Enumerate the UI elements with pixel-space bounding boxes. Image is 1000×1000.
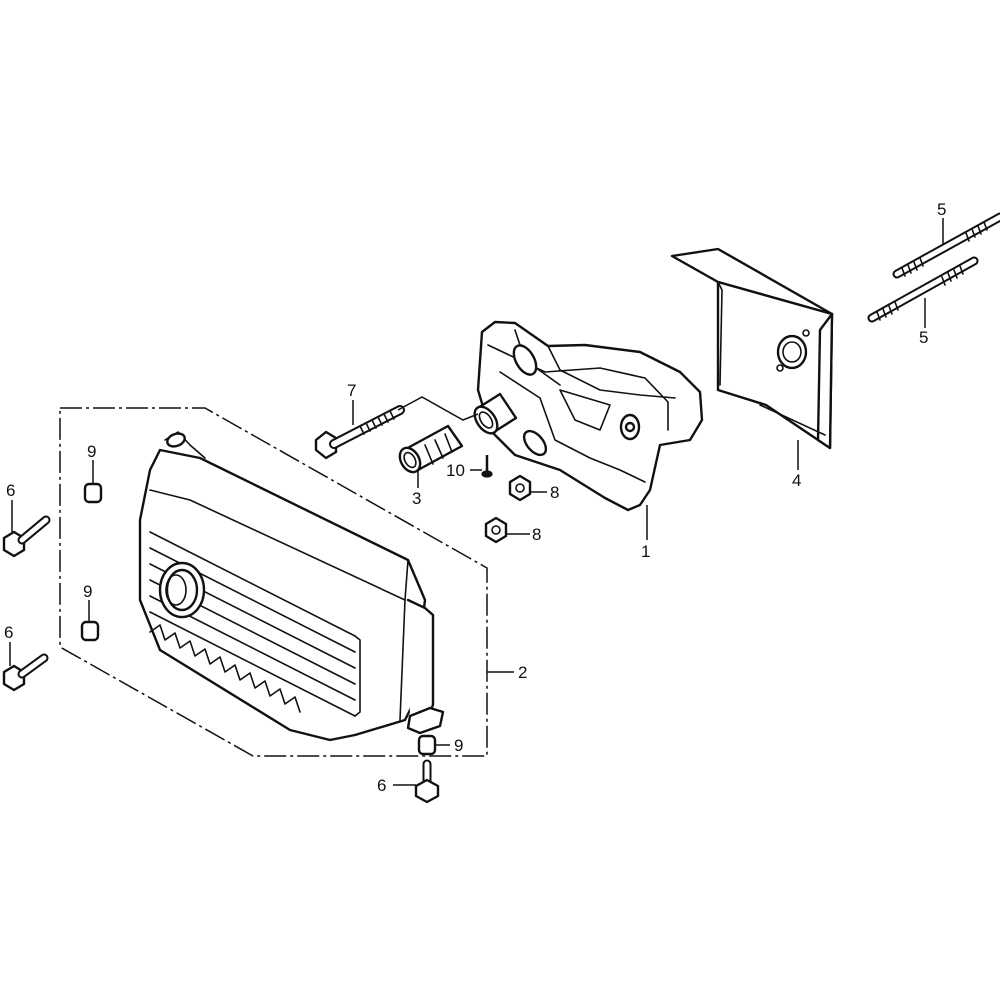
stud-bolt-part-5-lower	[867, 256, 979, 323]
callout-4: 4	[792, 471, 801, 490]
callout-9-b: 9	[83, 582, 92, 601]
muffler-cover-part-2	[138, 431, 445, 742]
callout-5-upper: 5	[937, 200, 946, 219]
spark-arrester-part-3	[398, 424, 464, 474]
callout-5-lower: 5	[919, 328, 928, 347]
collar-part-9-a	[83, 482, 103, 504]
callout-10: 10	[446, 461, 465, 480]
callout-9-a: 9	[87, 442, 96, 461]
leader-7	[397, 396, 479, 421]
callout-8-lower: 8	[532, 525, 541, 544]
callout-8-upper: 8	[550, 483, 559, 502]
collar-part-9-b	[80, 620, 100, 642]
nut-part-8-upper	[508, 474, 532, 502]
protector-part-4	[670, 247, 834, 450]
callout-2: 2	[518, 663, 527, 682]
callout-3: 3	[412, 489, 421, 508]
callout-9-c: 9	[454, 736, 463, 755]
bolt-part-7	[314, 405, 405, 460]
screw-part-10	[481, 455, 493, 478]
assembly-frame	[59, 407, 488, 757]
callout-7: 7	[347, 381, 356, 400]
callout-1: 1	[641, 542, 650, 561]
nut-part-8-lower	[484, 516, 508, 544]
flange-bolt-part-6-c	[414, 759, 440, 804]
flange-bolt-part-6-a	[2, 515, 51, 558]
stud-bolt-part-5-upper	[892, 212, 1000, 279]
muffler-part-1	[473, 320, 704, 512]
callout-6-c: 6	[377, 776, 386, 795]
collar-part-9-c	[417, 734, 437, 756]
flange-bolt-part-6-b	[2, 653, 49, 692]
callout-6-b: 6	[4, 623, 13, 642]
callout-6-a: 6	[6, 481, 15, 500]
